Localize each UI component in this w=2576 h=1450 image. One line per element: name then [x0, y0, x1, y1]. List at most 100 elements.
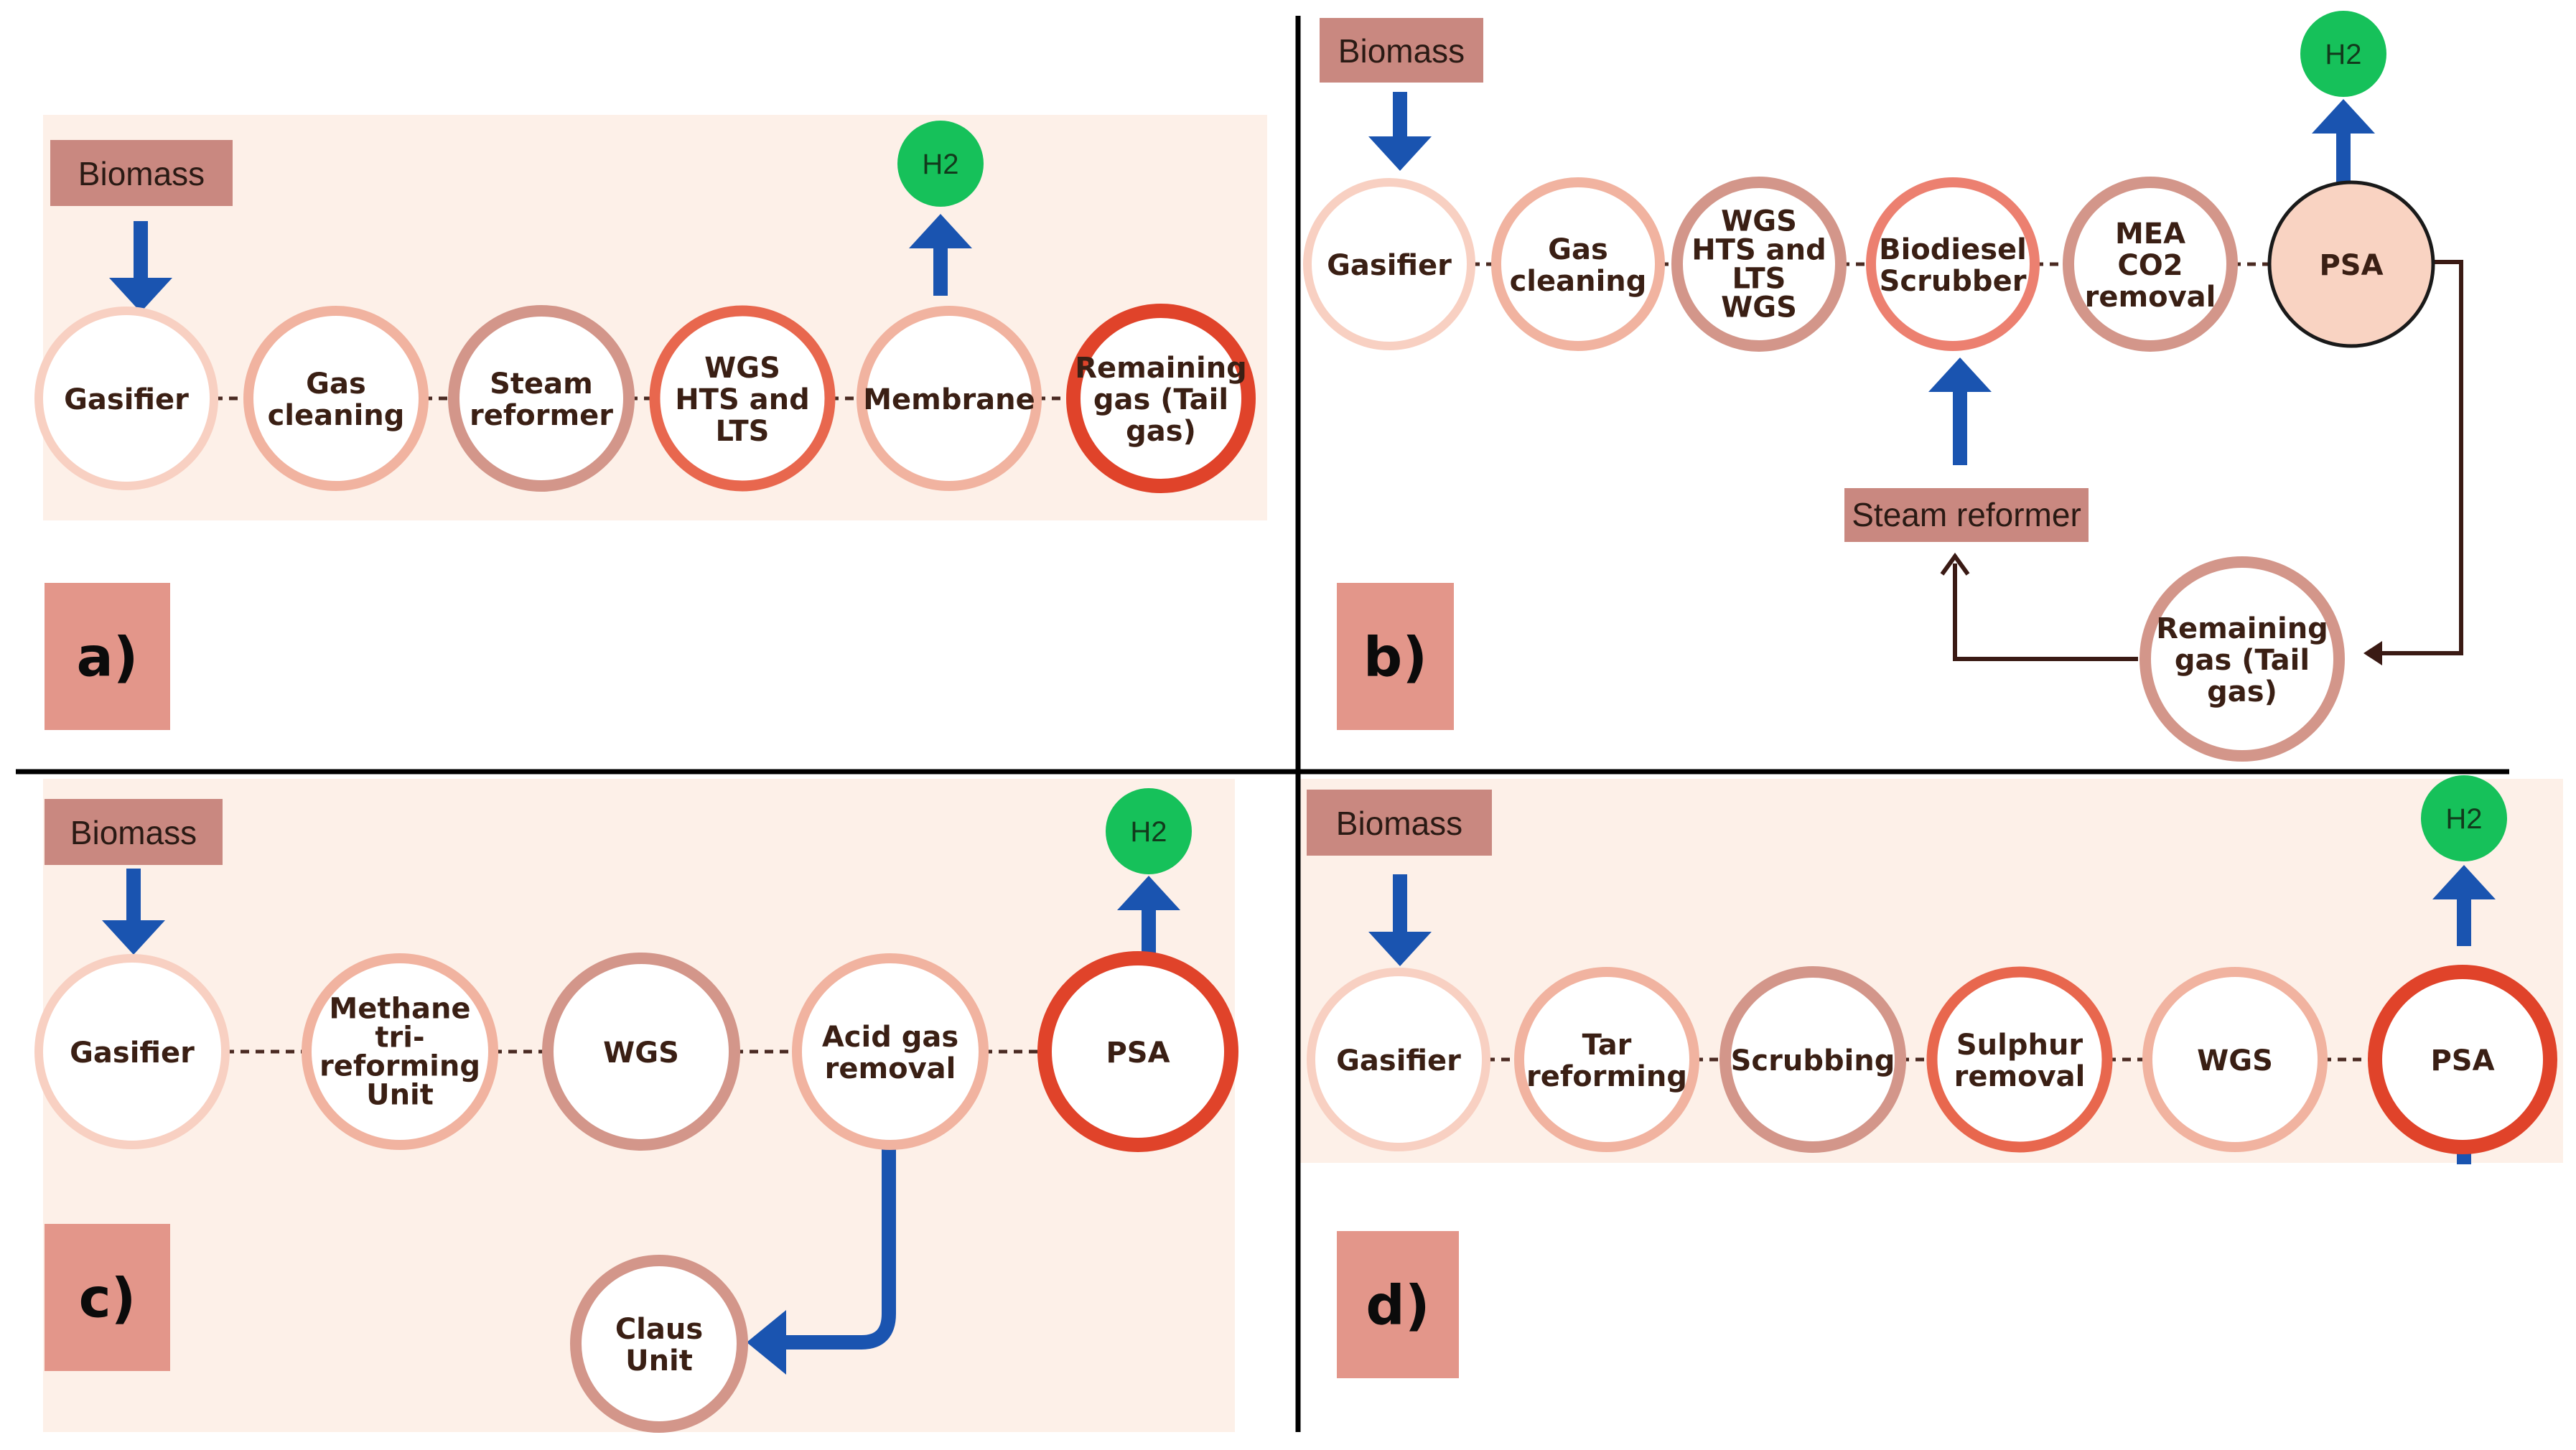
- node-circle: [302, 953, 498, 1150]
- panel-a-bg: [43, 115, 1267, 520]
- node-circle: [2142, 967, 2328, 1152]
- node-circle: [448, 305, 635, 492]
- node-label: LTS: [716, 415, 770, 448]
- panel-tag: c): [79, 1266, 136, 1330]
- node-scrubbing: Scrubbing: [1719, 966, 1906, 1153]
- node-circle: [1719, 966, 1906, 1153]
- biomass-label: Biomass: [70, 814, 197, 851]
- panel-tag-box: [45, 1224, 170, 1371]
- flow-arrows: [102, 92, 2496, 1375]
- branch-arrow-shaft: [783, 1149, 896, 1350]
- node-label: Claus: [615, 1313, 703, 1346]
- quadrant-dividers: [16, 16, 2509, 1432]
- node-gasifier: Gasifier: [34, 307, 218, 490]
- node-label: WGS: [603, 1037, 679, 1070]
- node-label: WGS: [2197, 1044, 2273, 1077]
- node-label: Biodiesel: [1879, 233, 2027, 266]
- node-circle: [243, 306, 429, 491]
- node-label: Unit: [625, 1344, 693, 1378]
- panel-tag-box: [1337, 583, 1454, 730]
- node-label: Methane: [329, 993, 470, 1026]
- biomass-arrow-c-head: [102, 920, 165, 955]
- h2-arrow-c-head: [1117, 876, 1180, 910]
- node-circle: [2139, 556, 2345, 762]
- node-label: PSA: [2319, 249, 2383, 282]
- node-circle: [1926, 966, 2113, 1153]
- node-circle: [570, 1255, 748, 1433]
- node-label: LTS: [1732, 263, 1786, 296]
- node-wgs: WGS: [2142, 967, 2328, 1152]
- node-label: Remaining: [2156, 612, 2328, 645]
- node-label: reforming: [1526, 1060, 1687, 1093]
- h2-output-circle: [897, 121, 984, 207]
- node-wgs: WGS: [542, 953, 740, 1151]
- node-label: Tar: [1582, 1029, 1632, 1062]
- node-label: cleaning: [1510, 265, 1647, 298]
- h2-arrow-b-head: [2312, 99, 2375, 134]
- biomass-arrow-d-head: [1368, 932, 1432, 966]
- recycle-line-out: [2369, 260, 2463, 655]
- h2-output-label: H2: [922, 149, 958, 180]
- node-circle: [2267, 180, 2435, 348]
- node-circle: [1491, 177, 1665, 351]
- biomass-box: [45, 799, 223, 865]
- node-label: tri-: [375, 1021, 424, 1054]
- node-label: Gasifier: [1327, 249, 1452, 282]
- node-label: MEA: [2115, 218, 2185, 251]
- panel-tag: b): [1363, 625, 1427, 689]
- h2-arrow-d-head: [2432, 865, 2496, 899]
- node-psa: PSA: [2267, 180, 2435, 348]
- h2-output-circle: [2300, 11, 2386, 97]
- biomass-label: Biomass: [78, 155, 205, 192]
- biomass-label: Biomass: [1338, 32, 1465, 70]
- panel-tag: a): [76, 625, 138, 689]
- node-gasifier: Gasifier: [1303, 178, 1475, 350]
- node-circle: [1303, 178, 1475, 350]
- node-label: gas): [2207, 675, 2277, 708]
- node-label: WGS: [1721, 291, 1797, 324]
- node-label: gas): [1126, 415, 1196, 448]
- node-psa: PSA: [1037, 951, 1238, 1152]
- node-circle: [1866, 177, 2040, 351]
- steam-reformer-label: Steam reformer: [1852, 496, 2081, 533]
- steam-reformer-box: [1844, 488, 2089, 542]
- steam-reformer-arrow-head: [1928, 357, 1992, 392]
- node-label: Scrubbing: [1731, 1044, 1895, 1077]
- node-gasifier: Gasifier: [1307, 968, 1490, 1151]
- biomass-arrow-a-head: [109, 278, 172, 312]
- node-circle: [2063, 177, 2238, 352]
- node-label: removal: [825, 1052, 956, 1085]
- node-label: Gasifier: [1336, 1044, 1461, 1077]
- node-circle: [1066, 304, 1256, 493]
- h2-output-label: H2: [2445, 803, 2482, 835]
- node-label: PSA: [2430, 1044, 2494, 1077]
- node-circle: [792, 953, 989, 1150]
- node-label: Gas: [1548, 233, 1608, 266]
- h2-output-label: H2: [1130, 816, 1167, 848]
- node-label: Membrane: [863, 383, 1035, 416]
- h2-output-circle: [2421, 775, 2507, 861]
- node-label: Sulphur: [1956, 1029, 2083, 1062]
- recycle-arrowhead-up: [1940, 552, 1970, 576]
- biomass-box: [1307, 790, 1492, 856]
- recycle-line-back: [1953, 563, 2138, 661]
- node-label: cleaning: [268, 399, 405, 432]
- panel-tag-box: [45, 583, 170, 730]
- node-label: Unit: [366, 1079, 434, 1112]
- h2-output-circle: [1106, 788, 1192, 874]
- node-label: CO2: [2117, 249, 2183, 282]
